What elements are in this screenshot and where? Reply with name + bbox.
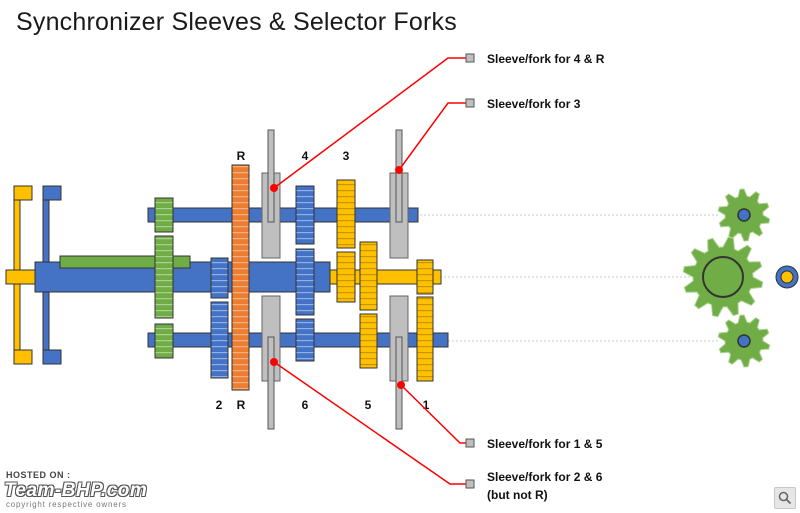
- green-gear-lower: [154, 323, 174, 359]
- gear-icon-upper: [717, 188, 771, 242]
- green-gear-upper: [154, 197, 174, 233]
- callout-marker-2-6: [465, 479, 475, 489]
- callout-marker-3: [465, 98, 475, 108]
- gear-icon-center: [682, 236, 764, 318]
- watermark-brand: Team-BHP.com: [4, 480, 148, 501]
- callout-label-2-6: Sleeve/fork for 2 & 6: [487, 470, 603, 484]
- gear-6-counter: [295, 318, 315, 362]
- label-top-R: R: [237, 149, 246, 163]
- label-top-3: 3: [343, 149, 350, 163]
- upper-countershaft: [147, 207, 419, 223]
- callout-dot-4-r: [270, 184, 278, 192]
- zoom-icon: [778, 491, 792, 505]
- gear-4-counter: [295, 185, 315, 245]
- diagram-title: Synchronizer Sleeves & Selector Forks: [16, 8, 457, 36]
- callout-label-1-5: Sleeve/fork for 1 & 5: [487, 437, 603, 451]
- gear-icon-lower: [717, 314, 771, 368]
- team-bhp-watermark: HOSTED ON : Team-BHP.com copyright respe…: [4, 470, 194, 510]
- callout-dot-2-6: [270, 358, 278, 366]
- callout-marker-4-r: [465, 53, 475, 63]
- callout-dot-3: [395, 166, 403, 174]
- shaft-end-icon: [775, 265, 799, 289]
- label-bottom-R: R: [237, 398, 246, 412]
- gear-2-main: [210, 257, 229, 299]
- gear-1-main: [416, 259, 434, 295]
- label-bottom-6: 6: [302, 398, 309, 412]
- callout-dot-1-5: [397, 381, 405, 389]
- watermark-copyright: copyright respective owners: [6, 500, 127, 509]
- gear-3-counter: [336, 179, 356, 249]
- sleeve-fork-3: [389, 129, 409, 259]
- gear-2-counter: [210, 301, 229, 379]
- gear-3-main: [336, 251, 356, 303]
- callout-label-4-r: Sleeve/fork for 4 & R: [487, 52, 605, 66]
- callout-label-3: Sleeve/fork for 3: [487, 97, 581, 111]
- callout-marker-1-5: [465, 438, 475, 448]
- label-top-4: 4: [302, 149, 309, 163]
- gear-5-counter: [359, 313, 378, 369]
- gear-5-main: [359, 241, 378, 311]
- watermark-hosted-text: HOSTED ON :: [6, 470, 71, 480]
- label-bottom-2: 2: [216, 398, 223, 412]
- label-bottom-5: 5: [365, 398, 372, 412]
- gear-1-counter: [416, 296, 434, 382]
- callout-lines: [273, 57, 466, 485]
- sleeve-fork-1-5: [389, 295, 409, 430]
- sleeve-fork-4-r: [261, 129, 281, 259]
- label-bottom-1: 1: [423, 398, 430, 412]
- gear-reverse: [231, 164, 250, 391]
- gear-4-6-main: [295, 248, 315, 316]
- callout-label-2-6-note: (but not R): [487, 488, 548, 502]
- zoom-button[interactable]: [774, 487, 796, 509]
- green-gear-center: [154, 235, 174, 319]
